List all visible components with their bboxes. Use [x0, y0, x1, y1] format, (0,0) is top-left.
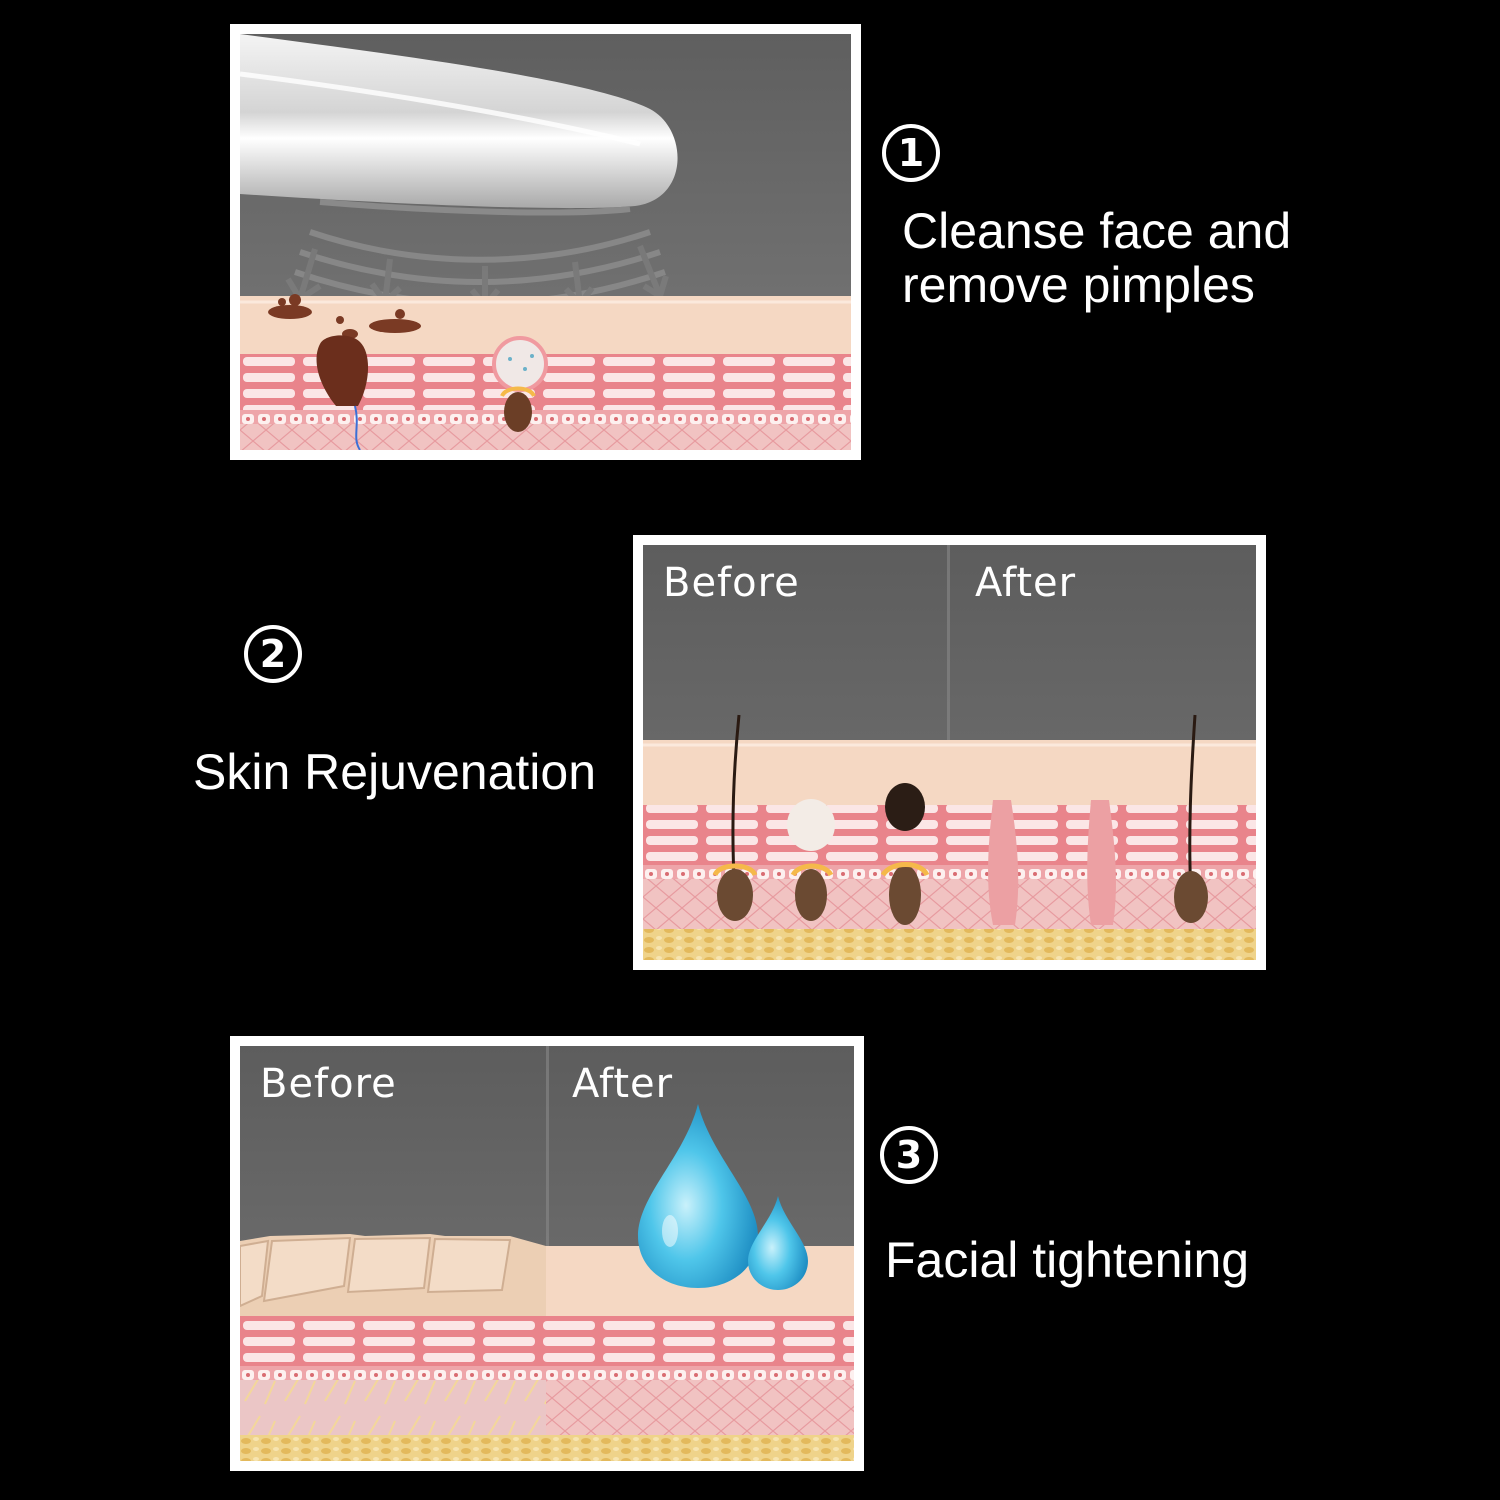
- panel-rejuvenation: Before After: [633, 535, 1266, 970]
- beauty-device-icon: [240, 34, 678, 216]
- tightening-illustration: [240, 1046, 854, 1461]
- step-3-before-label: Before: [260, 1061, 397, 1107]
- step-3-number: 3: [880, 1126, 938, 1184]
- step-2-caption: Skin Rejuvenation: [193, 744, 597, 800]
- step-2-after-label: After: [975, 560, 1077, 606]
- step-3-caption: Facial tightening: [885, 1232, 1250, 1288]
- step-1-caption-line1: Cleanse face and: [902, 203, 1292, 259]
- step-1-number: 1: [882, 124, 940, 182]
- step-1-caption-line2: remove pimples: [902, 257, 1255, 313]
- step-3-after-label: After: [572, 1061, 674, 1107]
- rejuvenation-illustration: [643, 545, 1256, 960]
- cleanse-illustration: [240, 34, 851, 450]
- step-2-before-label: Before: [663, 560, 800, 606]
- water-drop-icon: [638, 1104, 808, 1290]
- step-2-number: 2: [244, 625, 302, 683]
- panel-cleanse: [230, 24, 861, 460]
- hair-follicle-icon: [712, 714, 930, 925]
- panel-tightening: Before After: [230, 1036, 864, 1471]
